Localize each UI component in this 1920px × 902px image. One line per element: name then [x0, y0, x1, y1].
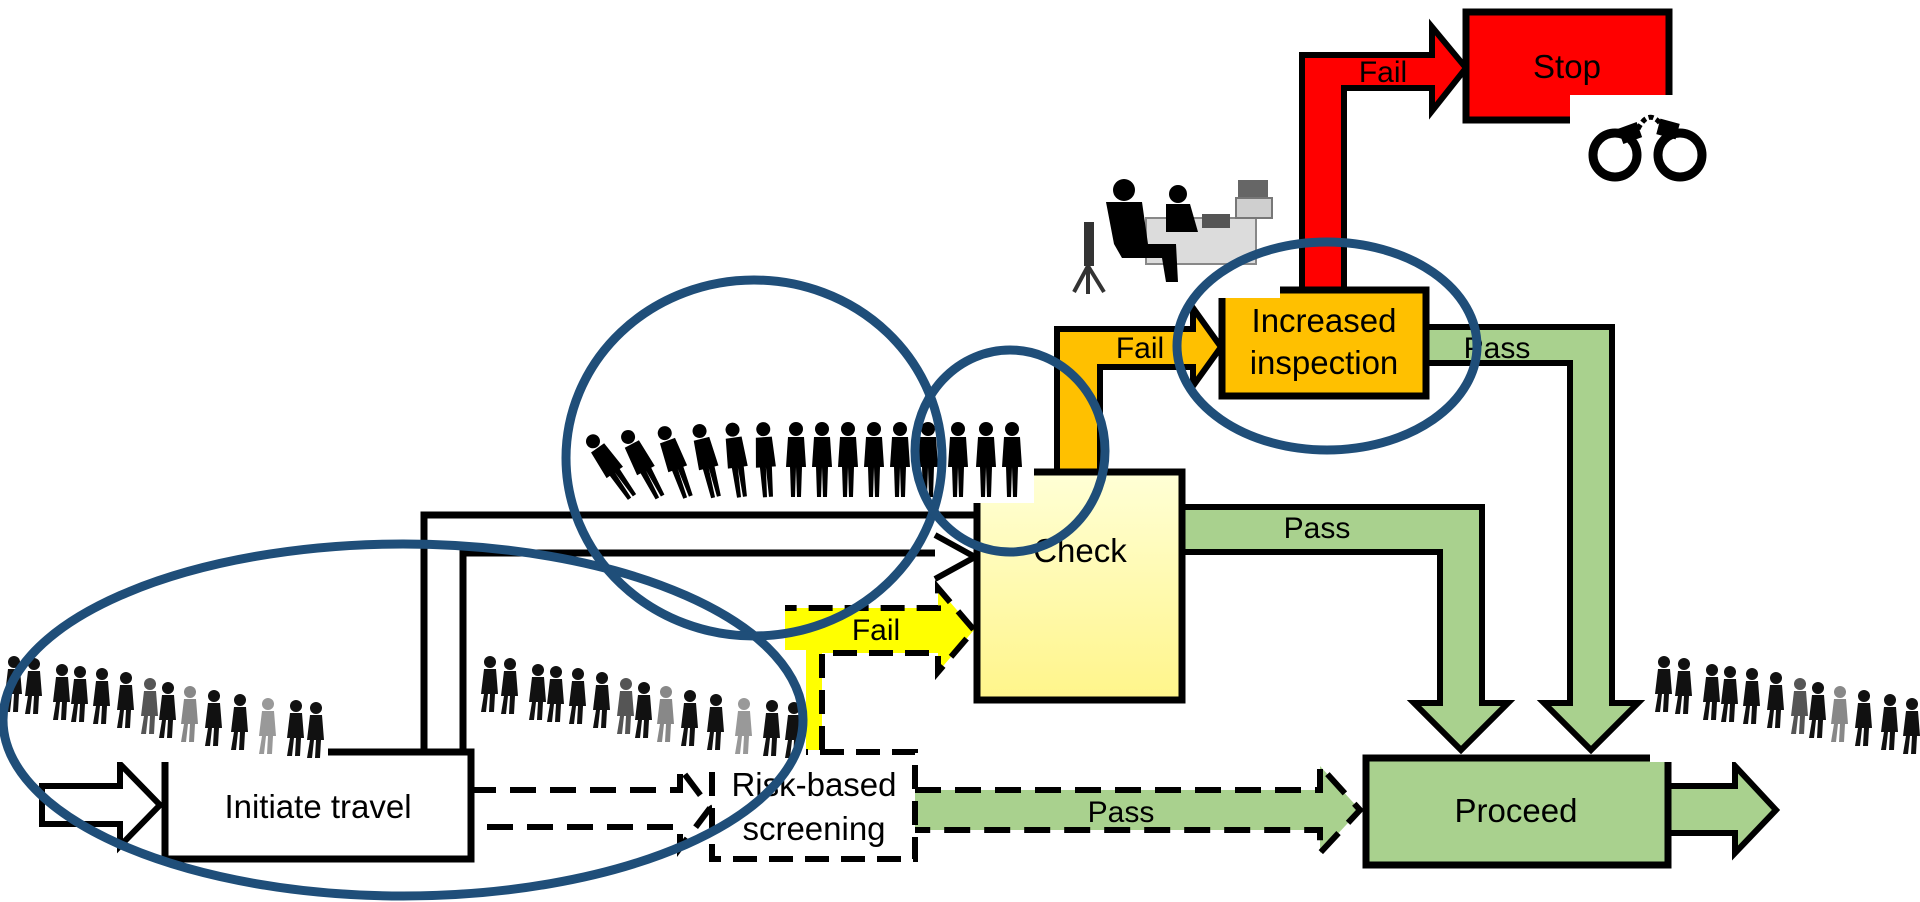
check-pass-label: Pass [1284, 512, 1351, 545]
screening-pass-label: Pass [1088, 796, 1155, 829]
queue-silhouette-icon [580, 395, 1034, 503]
inspection-fail-label: Fail [1359, 56, 1407, 89]
increased-inspection-label-2: inspection [1250, 344, 1399, 381]
interview-desk-icon [1066, 172, 1280, 298]
inspection-pass-arrow [1423, 324, 1646, 755]
exit-arrow [1664, 758, 1781, 861]
bypass-inner-line [459, 549, 940, 750]
check-fail-label: Fail [1116, 332, 1164, 365]
walking-crowd-silhouette-icon [1650, 650, 1920, 762]
highlight-ring-inspection [1172, 237, 1482, 455]
stop-label: Stop [1533, 48, 1601, 85]
proceed-box [1362, 754, 1672, 869]
screening-fail-label: Fail [852, 614, 900, 647]
check-pass-arrow [1179, 504, 1516, 755]
bypass-outer-line [420, 511, 975, 750]
screening-fail-arrow [785, 588, 974, 750]
handcuffs-icon [1570, 95, 1718, 189]
screening-fail-outline [785, 579, 978, 750]
screening-pass-arrow-fill [915, 766, 1360, 853]
increased-inspection-box [1218, 286, 1430, 400]
initiate-to-screening-arrow [470, 759, 714, 857]
walking-crowd-silhouette-icon [0, 650, 328, 762]
check-label: Check [1033, 532, 1127, 569]
initiate-travel-box [161, 748, 475, 863]
highlight-ring-check [910, 345, 1110, 557]
inspection-fail-arrow [1299, 18, 1470, 293]
check-box [973, 468, 1186, 704]
initiate-travel-label: Initiate travel [224, 788, 411, 825]
walking-crowd-silhouette-icon [476, 650, 806, 762]
screening-pass-arrow [915, 758, 1365, 861]
risk-screening-label-2: screening [742, 810, 885, 847]
increased-inspection-label-1: Increased [1252, 302, 1397, 339]
proceed-label: Proceed [1455, 792, 1578, 829]
entry-arrow [39, 756, 165, 854]
highlight-ring-initiate [0, 539, 808, 901]
highlight-ring-queue [561, 275, 947, 641]
